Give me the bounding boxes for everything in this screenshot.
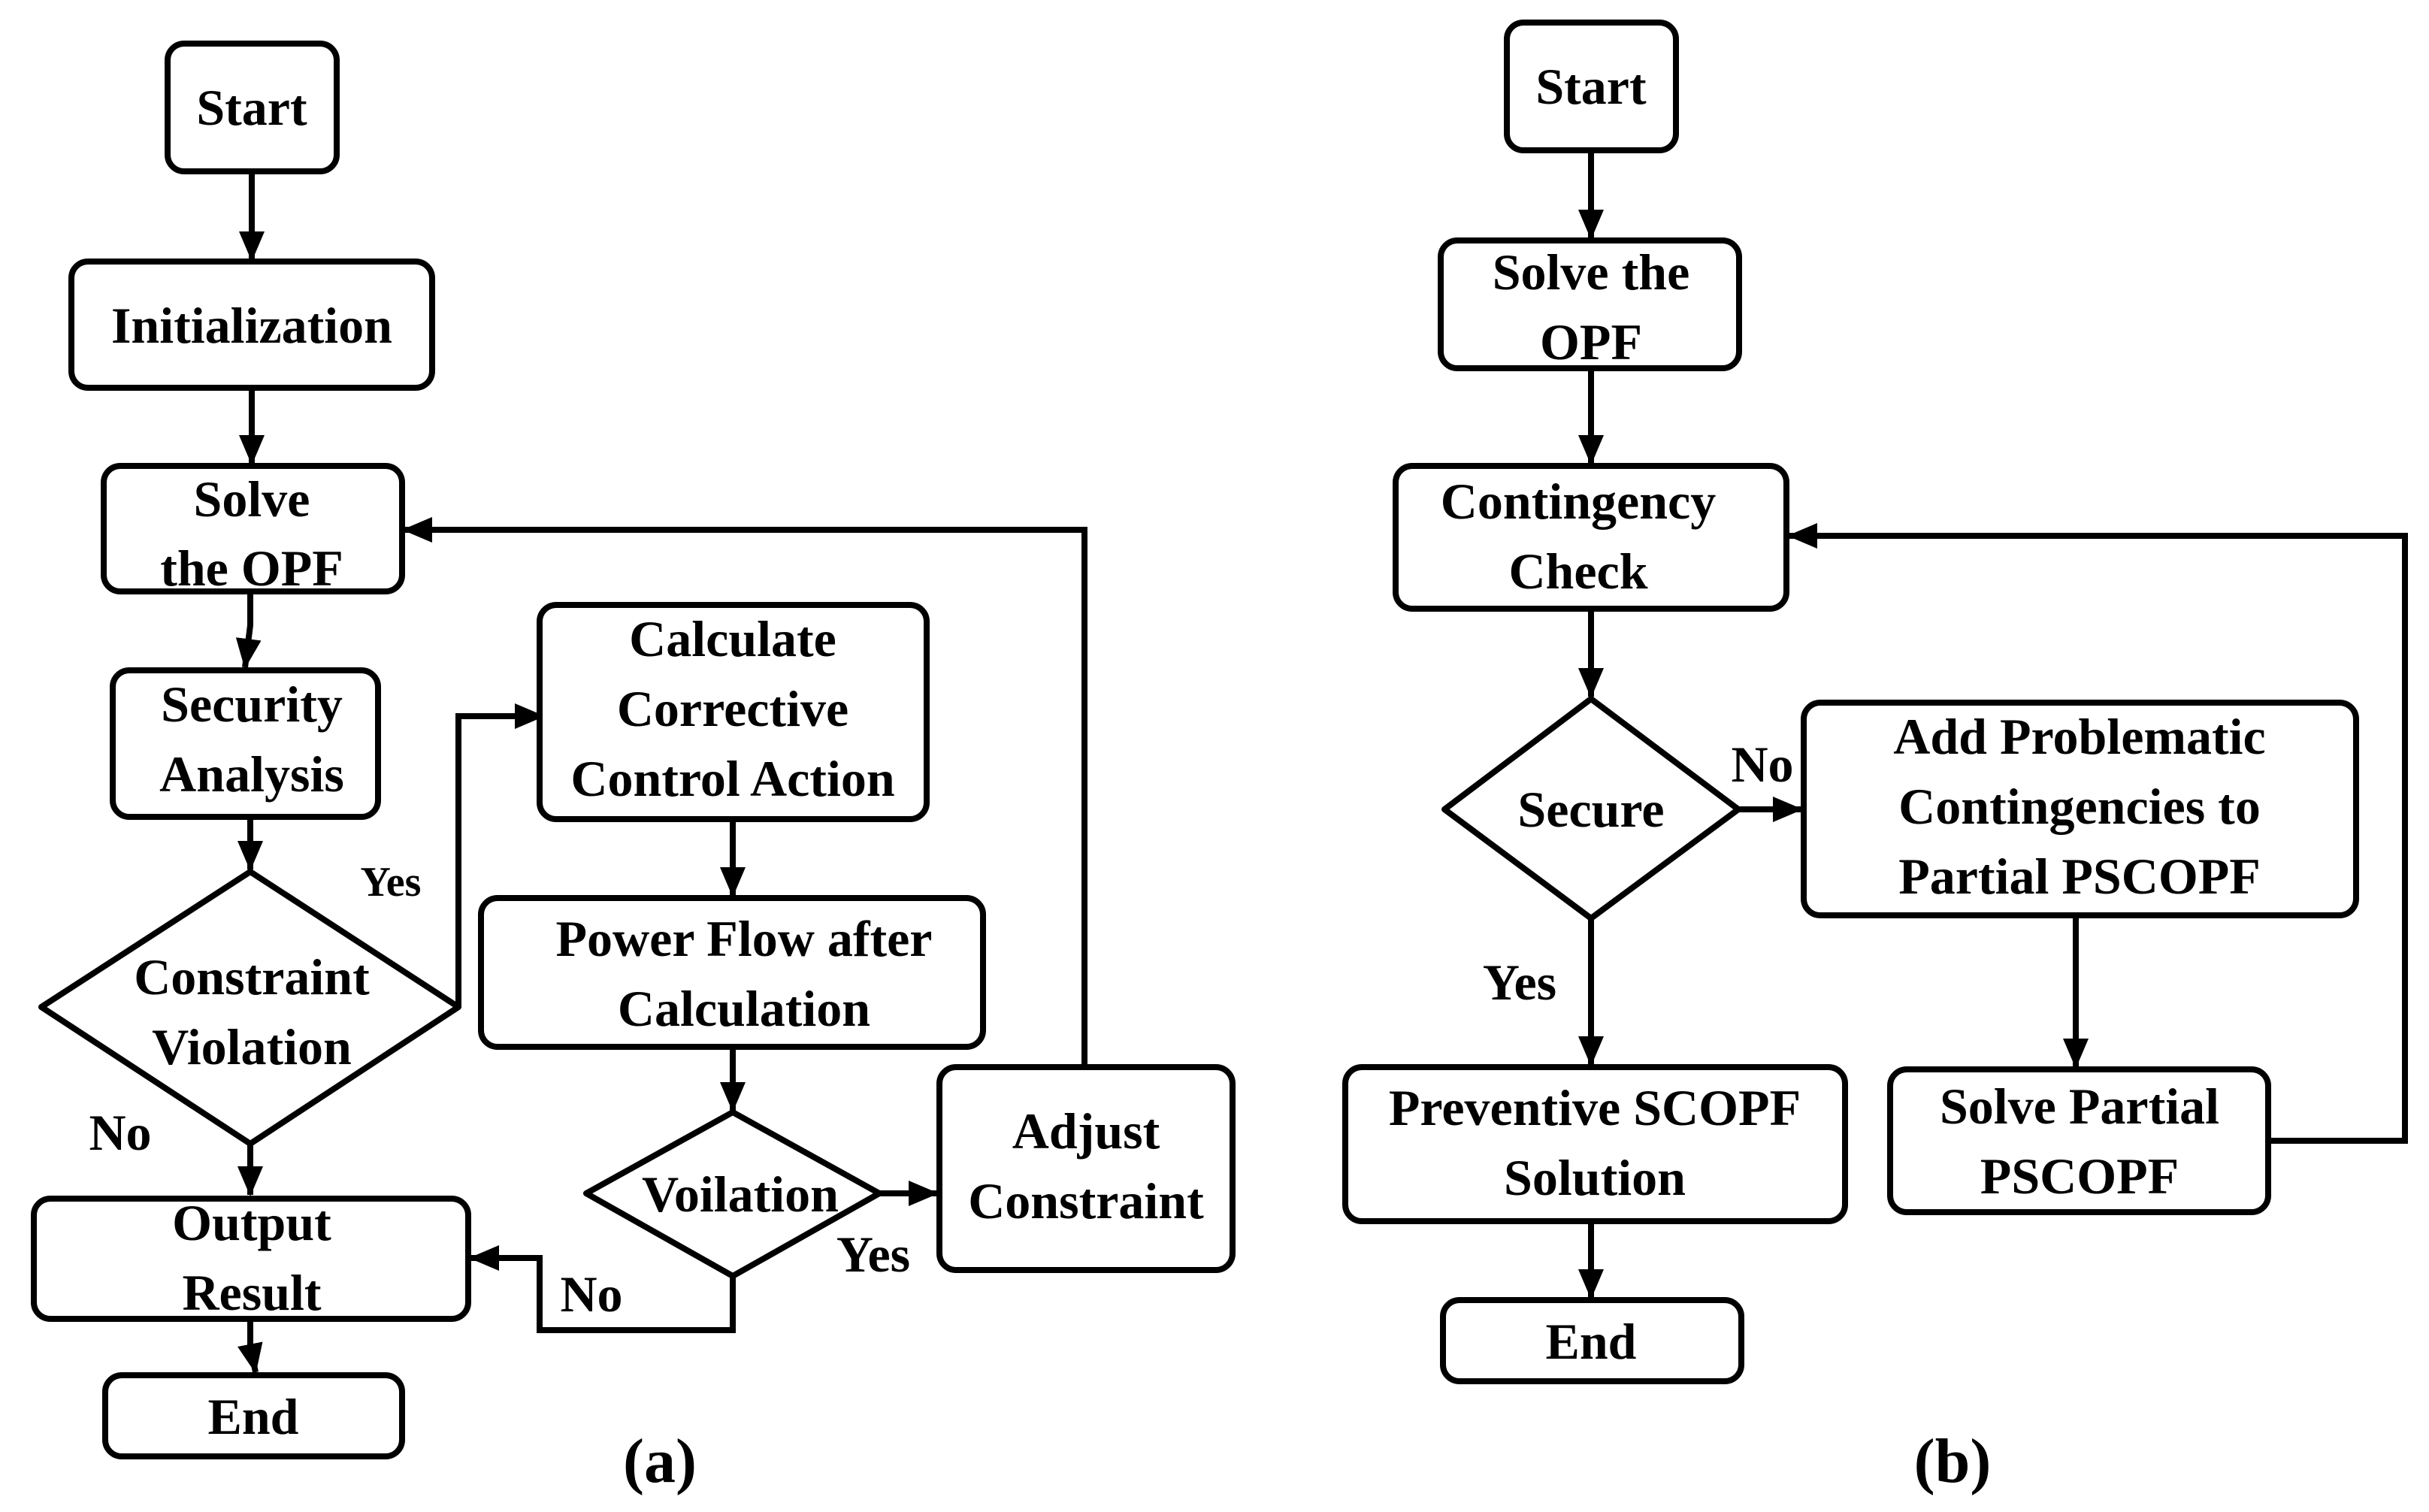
violation-yes-label: Yes — [836, 1226, 910, 1283]
panel-b: Start Solve the OPF Contingency Check Se… — [1342, 20, 2408, 1496]
security-analysis-box — [110, 667, 381, 820]
calculate-corrective-line2: Corrective — [617, 680, 848, 737]
arrow-constraint-yes-to-calc — [455, 703, 545, 1007]
start-box-a — [165, 41, 340, 174]
secure-label: Secure — [1517, 781, 1664, 838]
solve-opf-box-a — [101, 463, 405, 594]
end-box-b — [1440, 1297, 1744, 1384]
power-flow-line1: Power Flow after — [556, 910, 933, 967]
power-flow-line2: Calculation — [618, 980, 870, 1037]
panel-b-connectors — [1578, 150, 2408, 1299]
add-contingencies-line1: Add Problematic — [1893, 708, 2266, 765]
output-result-box — [31, 1196, 471, 1322]
violation-no-label: No — [560, 1266, 622, 1323]
solve-partial-line1: Solve Partial — [1940, 1078, 2219, 1135]
end-label-b: End — [1546, 1313, 1637, 1370]
constraint-violation-diamond — [38, 869, 461, 1147]
output-result-line2: Result — [182, 1264, 321, 1321]
initialization-label: Initialization — [111, 297, 392, 354]
secure-yes-label: Yes — [1483, 954, 1556, 1011]
arrow-violation-no-to-output — [469, 1245, 736, 1333]
add-contingencies-box — [1801, 700, 2359, 918]
calculate-corrective-line3: Control Action — [570, 750, 894, 807]
add-contingencies-line3: Partial PSCOPF — [1898, 848, 2261, 905]
start-label-a: Start — [196, 79, 307, 136]
secure-no-label: No — [1731, 736, 1793, 793]
solve-opf-line2-b: OPF — [1540, 313, 1642, 370]
solve-partial-pscopf-box — [1887, 1066, 2271, 1215]
adjust-constraint-line1: Adjust — [1012, 1102, 1160, 1160]
violation-label: Voilation — [642, 1166, 839, 1223]
preventive-scopf-line2: Solution — [1504, 1149, 1686, 1206]
output-result-line1: Output — [172, 1194, 331, 1251]
contingency-check-line2: Check — [1508, 543, 1647, 600]
constraint-no-label: No — [89, 1104, 151, 1161]
arrow-solve-to-security — [235, 591, 262, 669]
add-contingencies-line2: Contingencies to — [1898, 778, 2261, 835]
contingency-check-box — [1393, 463, 1789, 612]
panel-a: Start Initialization Solve the OPF Secur… — [31, 41, 1236, 1496]
arrow-solve-partial-to-contingency — [1787, 523, 2408, 1144]
solve-opf-line1-a: Solve — [194, 470, 310, 528]
solve-opf-line1-b: Solve the — [1493, 243, 1690, 301]
preventive-scopf-line1: Preventive SCOPF — [1389, 1079, 1801, 1136]
solve-opf-box-b — [1438, 237, 1742, 371]
constraint-yes-label: Yes — [361, 859, 422, 906]
calculate-corrective-box — [537, 602, 930, 822]
start-label-b: Start — [1535, 58, 1647, 115]
adjust-constraint-line2: Constraint — [968, 1172, 1204, 1229]
constraint-violation-line1: Constraint — [134, 948, 370, 1005]
arrow-output-to-end — [237, 1319, 263, 1374]
adjust-constraint-box — [936, 1064, 1236, 1273]
power-flow-box — [478, 895, 986, 1050]
arrow-adjust-to-solve — [402, 517, 1087, 1066]
preventive-scopf-box — [1342, 1064, 1848, 1224]
security-analysis-line1: Security — [161, 676, 343, 733]
violation-diamond — [583, 1109, 882, 1279]
solve-partial-line2: PSCOPF — [1980, 1148, 2179, 1205]
initialization-box — [68, 259, 435, 391]
start-box-b — [1504, 20, 1679, 153]
secure-diamond — [1441, 696, 1741, 921]
end-box-a — [102, 1372, 405, 1459]
constraint-violation-line2: Violation — [152, 1018, 352, 1075]
panel-b-caption: (b) — [1914, 1426, 1992, 1496]
security-analysis-line2: Analysis — [159, 745, 344, 803]
end-label-a: End — [208, 1388, 299, 1445]
panel-a-connectors — [235, 171, 1087, 1374]
contingency-check-line1: Contingency — [1441, 473, 1716, 530]
calculate-corrective-line1: Calculate — [629, 610, 836, 667]
panel-a-caption: (a) — [623, 1426, 697, 1496]
solve-opf-line2-a: the OPF — [160, 540, 343, 597]
